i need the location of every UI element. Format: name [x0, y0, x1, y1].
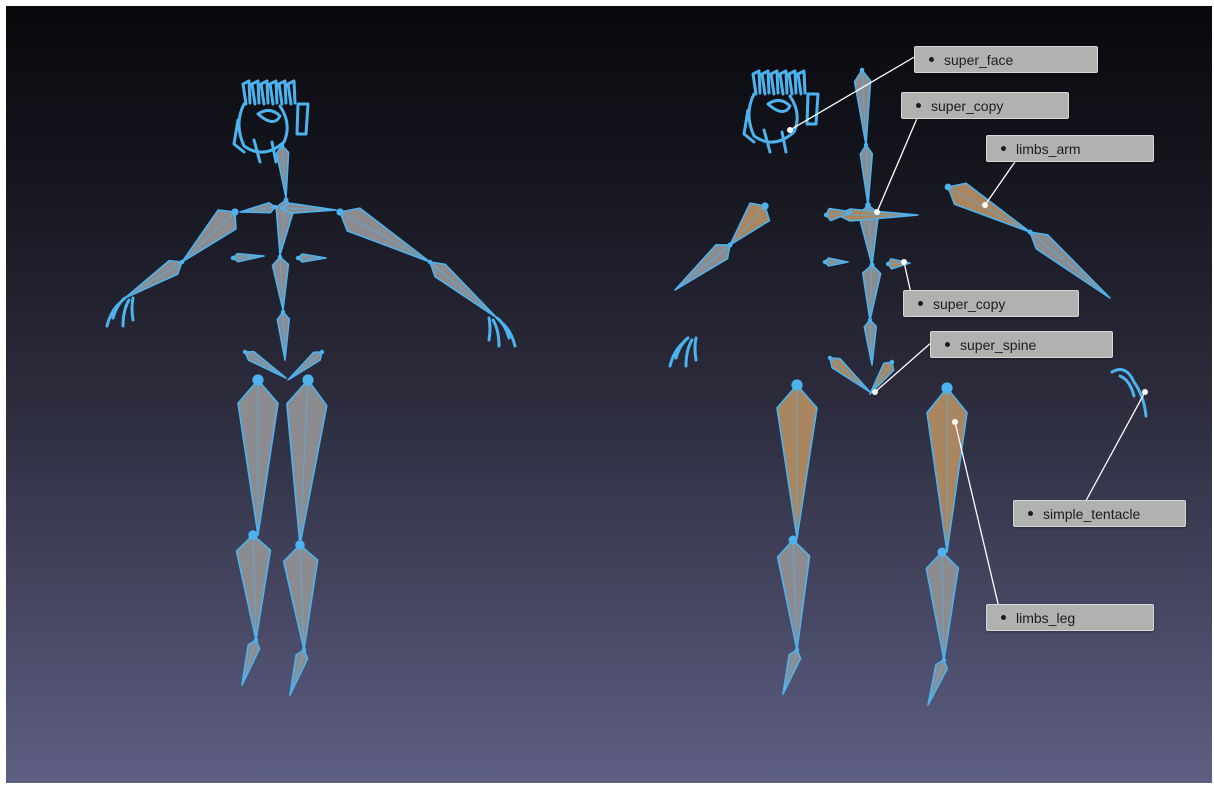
bone — [928, 660, 947, 705]
hand-right — [489, 318, 515, 346]
callout-limbs-leg: limbs_leg — [986, 604, 1154, 631]
joint — [296, 256, 300, 260]
bone-ridge — [125, 262, 182, 298]
joint — [865, 202, 871, 208]
head-controls — [234, 81, 308, 162]
hand-left — [107, 298, 133, 326]
callout-super-copy-small: super_copy — [903, 290, 1079, 317]
leader-line — [1082, 392, 1145, 508]
face-controls — [744, 71, 818, 152]
bullet-icon — [929, 57, 934, 62]
joint — [252, 374, 263, 385]
bullet-icon — [945, 342, 950, 347]
joint — [280, 206, 284, 210]
leader-endpoint — [787, 127, 793, 133]
joint — [938, 548, 947, 557]
joint — [302, 648, 306, 652]
bone-ridge — [870, 362, 892, 394]
joint — [942, 658, 946, 662]
callout-super-face: super_face — [914, 46, 1098, 73]
joint — [869, 262, 874, 267]
callout-label: super_copy — [933, 296, 1005, 312]
joint — [243, 350, 247, 354]
bullet-icon — [918, 301, 923, 306]
joint — [795, 648, 799, 652]
bone-ridge — [245, 352, 286, 378]
viewport: super_face super_copy limbs_arm super_co… — [6, 6, 1212, 783]
bone-ridge — [948, 187, 1030, 232]
callout-limbs-arm: limbs_arm — [986, 135, 1154, 162]
joint — [302, 374, 313, 385]
bone-ridge — [182, 212, 235, 262]
callout-label: simple_tentacle — [1043, 506, 1140, 522]
joint — [280, 143, 284, 147]
joint — [828, 356, 832, 360]
assembled-skeleton — [107, 81, 515, 695]
joint — [278, 255, 282, 259]
bone-ridge — [430, 262, 497, 318]
joint — [428, 260, 432, 264]
callout-label: super_face — [944, 52, 1013, 68]
joint — [248, 530, 258, 540]
callout-label: super_spine — [960, 337, 1036, 353]
callout-super-copy-torso: super_copy — [901, 92, 1069, 119]
leader-endpoint — [982, 202, 988, 208]
leader-endpoint — [874, 209, 880, 215]
bone — [783, 650, 801, 694]
joint — [868, 318, 872, 322]
joint — [791, 379, 802, 390]
bone — [948, 183, 1030, 232]
joint — [727, 242, 732, 247]
bullet-icon — [916, 103, 921, 108]
bone-ridge — [1030, 232, 1110, 298]
joint — [890, 360, 894, 364]
bullet-icon — [1028, 511, 1033, 516]
rig-illustration — [6, 6, 1212, 783]
callout-label: limbs_arm — [1016, 141, 1081, 157]
joint — [860, 68, 864, 72]
joint — [273, 205, 277, 209]
joint — [941, 382, 952, 393]
joint — [1027, 229, 1032, 234]
bullet-icon — [1001, 615, 1006, 620]
bone-ridge — [675, 245, 730, 290]
joint — [864, 143, 868, 147]
bone — [290, 650, 308, 695]
hand-left-part — [670, 338, 696, 366]
joint — [231, 256, 235, 260]
callout-label: limbs_leg — [1016, 610, 1075, 626]
callout-label: super_copy — [931, 98, 1003, 114]
leader-endpoint — [872, 389, 878, 395]
bone — [340, 208, 430, 262]
joint — [281, 310, 285, 314]
joint — [180, 260, 184, 264]
leader-line — [955, 422, 1000, 612]
joint — [336, 208, 343, 215]
leader-endpoint — [952, 419, 958, 425]
joint — [295, 540, 305, 550]
joint — [886, 262, 890, 266]
joint — [789, 536, 798, 545]
joint — [254, 638, 258, 642]
joint — [823, 260, 827, 264]
joint — [824, 213, 828, 217]
bone — [242, 640, 260, 685]
joint — [283, 197, 288, 202]
bone-ridge — [340, 212, 430, 262]
leader-endpoint — [901, 259, 907, 265]
callout-super-spine: super_spine — [930, 331, 1113, 358]
joint — [320, 350, 324, 354]
joint — [945, 184, 952, 191]
callout-simple-tentacle: simple_tentacle — [1013, 500, 1186, 527]
leader-endpoint — [1142, 389, 1148, 395]
joint — [231, 208, 238, 215]
joint — [761, 202, 768, 209]
bullet-icon — [1001, 146, 1006, 151]
tentacle-part — [1112, 370, 1146, 416]
bone-ridge — [830, 358, 870, 392]
